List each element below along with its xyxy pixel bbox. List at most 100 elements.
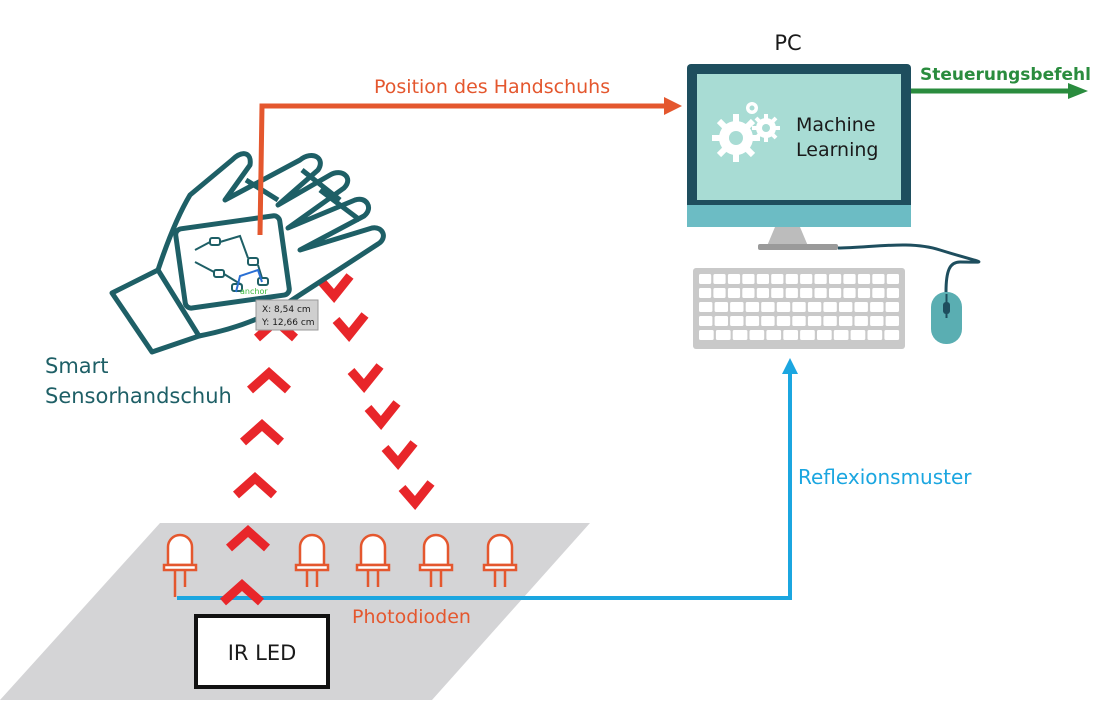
keyboard-key (829, 274, 842, 284)
keyboard-key (872, 274, 885, 284)
keyboard-key (699, 316, 713, 326)
keyboard-key (745, 302, 760, 312)
keyboard-key (756, 288, 769, 298)
keyboard-key (730, 316, 744, 326)
keyboard-key (843, 274, 856, 284)
keyboard-key (814, 274, 827, 284)
keyboard-key (854, 316, 868, 326)
keyboard-key (766, 330, 782, 340)
keyboard-key (867, 330, 883, 340)
keyboard-key (699, 274, 712, 284)
ir-led-box (194, 614, 330, 689)
keyboard-key (823, 302, 837, 312)
keyboard-key (857, 274, 871, 284)
keyboard-key (745, 316, 760, 326)
photodiode-1 (162, 533, 198, 597)
reflection-signal-line (520, 372, 792, 600)
glove-label-line1: Smart (45, 354, 109, 378)
keyboard-key (839, 316, 853, 326)
photodiode-3 (355, 533, 391, 587)
keyboard-key (771, 288, 784, 298)
position-label: Position des Handschuhs (374, 76, 610, 98)
keyboard-key (792, 316, 806, 326)
keyboard-key (713, 288, 726, 298)
glove-circuit-board: anchor (173, 213, 292, 311)
tooltip-y: Y: 12,66 cm (261, 318, 315, 328)
keyboard-key (785, 288, 798, 298)
keyboard-key (885, 302, 899, 312)
keyboard-key (756, 274, 769, 284)
keyboard-key (807, 316, 822, 326)
keyboard-key (800, 274, 813, 284)
anchor-label: anchor (240, 287, 268, 296)
keyboard-key (792, 302, 806, 312)
keyboard-key (807, 302, 822, 312)
keyboard-key (885, 316, 899, 326)
keyboard-key (872, 288, 885, 298)
photodiode-5 (482, 533, 518, 587)
keyboard-key (699, 302, 713, 312)
keyboard-key (783, 330, 798, 340)
glove-icon (109, 151, 386, 355)
keyboard-key (823, 316, 837, 326)
keyboard-key (814, 288, 827, 298)
keyboard-key (850, 330, 866, 340)
tooltip-x: X: 8,54 cm (262, 305, 311, 315)
keyboard-key (714, 316, 728, 326)
keyboard-key (761, 302, 775, 312)
keyboard-key (829, 288, 842, 298)
control-arrowhead (1068, 83, 1088, 99)
keyboard-key (727, 274, 741, 284)
keyboard-key (742, 274, 755, 284)
keyboard-key (714, 302, 728, 312)
keyboard-key (715, 330, 731, 340)
keyboard-key (833, 330, 849, 340)
ml-label-line1: Machine (796, 114, 876, 136)
keyboard-key (886, 274, 899, 284)
keyboard-key (776, 302, 791, 312)
ir-emitted-light (219, 314, 299, 606)
keyboard-key (839, 302, 853, 312)
keyboard-icon (693, 268, 905, 349)
gears-icon (712, 102, 780, 162)
control-label: Steuerungsbefehl (920, 65, 1091, 85)
keyboard-key (843, 288, 856, 298)
keyboard-key (713, 274, 726, 284)
keyboard-key (699, 330, 714, 340)
keyboard-key (854, 302, 868, 312)
mouse-icon (931, 292, 962, 344)
position-arrowhead (664, 97, 682, 115)
keyboard-key (884, 330, 900, 340)
ml-label-line2: Learning (796, 139, 879, 161)
keyboard-key (727, 288, 741, 298)
mouse-cable (837, 243, 981, 293)
coordinate-tooltip: X: 8,54 cm Y: 12,66 cm (255, 299, 319, 331)
keyboard-key (817, 330, 832, 340)
reflection-arrowhead (782, 358, 798, 374)
keyboard-key (699, 288, 712, 298)
keyboard-key (886, 288, 899, 298)
keyboard-key (800, 288, 813, 298)
pc-label: PC (774, 31, 801, 55)
photodiodes-label: Photodioden (352, 606, 471, 628)
keyboard-key (761, 316, 775, 326)
keyboard-key (870, 316, 884, 326)
keyboard-key (771, 274, 784, 284)
keyboard-key (785, 274, 798, 284)
ir-reflected-light (317, 273, 435, 511)
keyboard-key (749, 330, 765, 340)
keyboard-key (776, 316, 791, 326)
reflection-label: Reflexionsmuster (798, 465, 972, 489)
photodiode-icon (162, 533, 198, 597)
photodiode-2 (294, 533, 330, 587)
keyboard-key (857, 288, 871, 298)
keyboard-key (730, 302, 744, 312)
keyboard-key (732, 330, 748, 340)
ir-led-label: IR LED (228, 641, 297, 665)
keyboard-key (800, 330, 815, 340)
keyboard-key (870, 302, 884, 312)
glove-label-line2: Sensorhandschuh (45, 384, 232, 408)
photodiode-4 (418, 533, 454, 587)
keyboard-key (742, 288, 755, 298)
